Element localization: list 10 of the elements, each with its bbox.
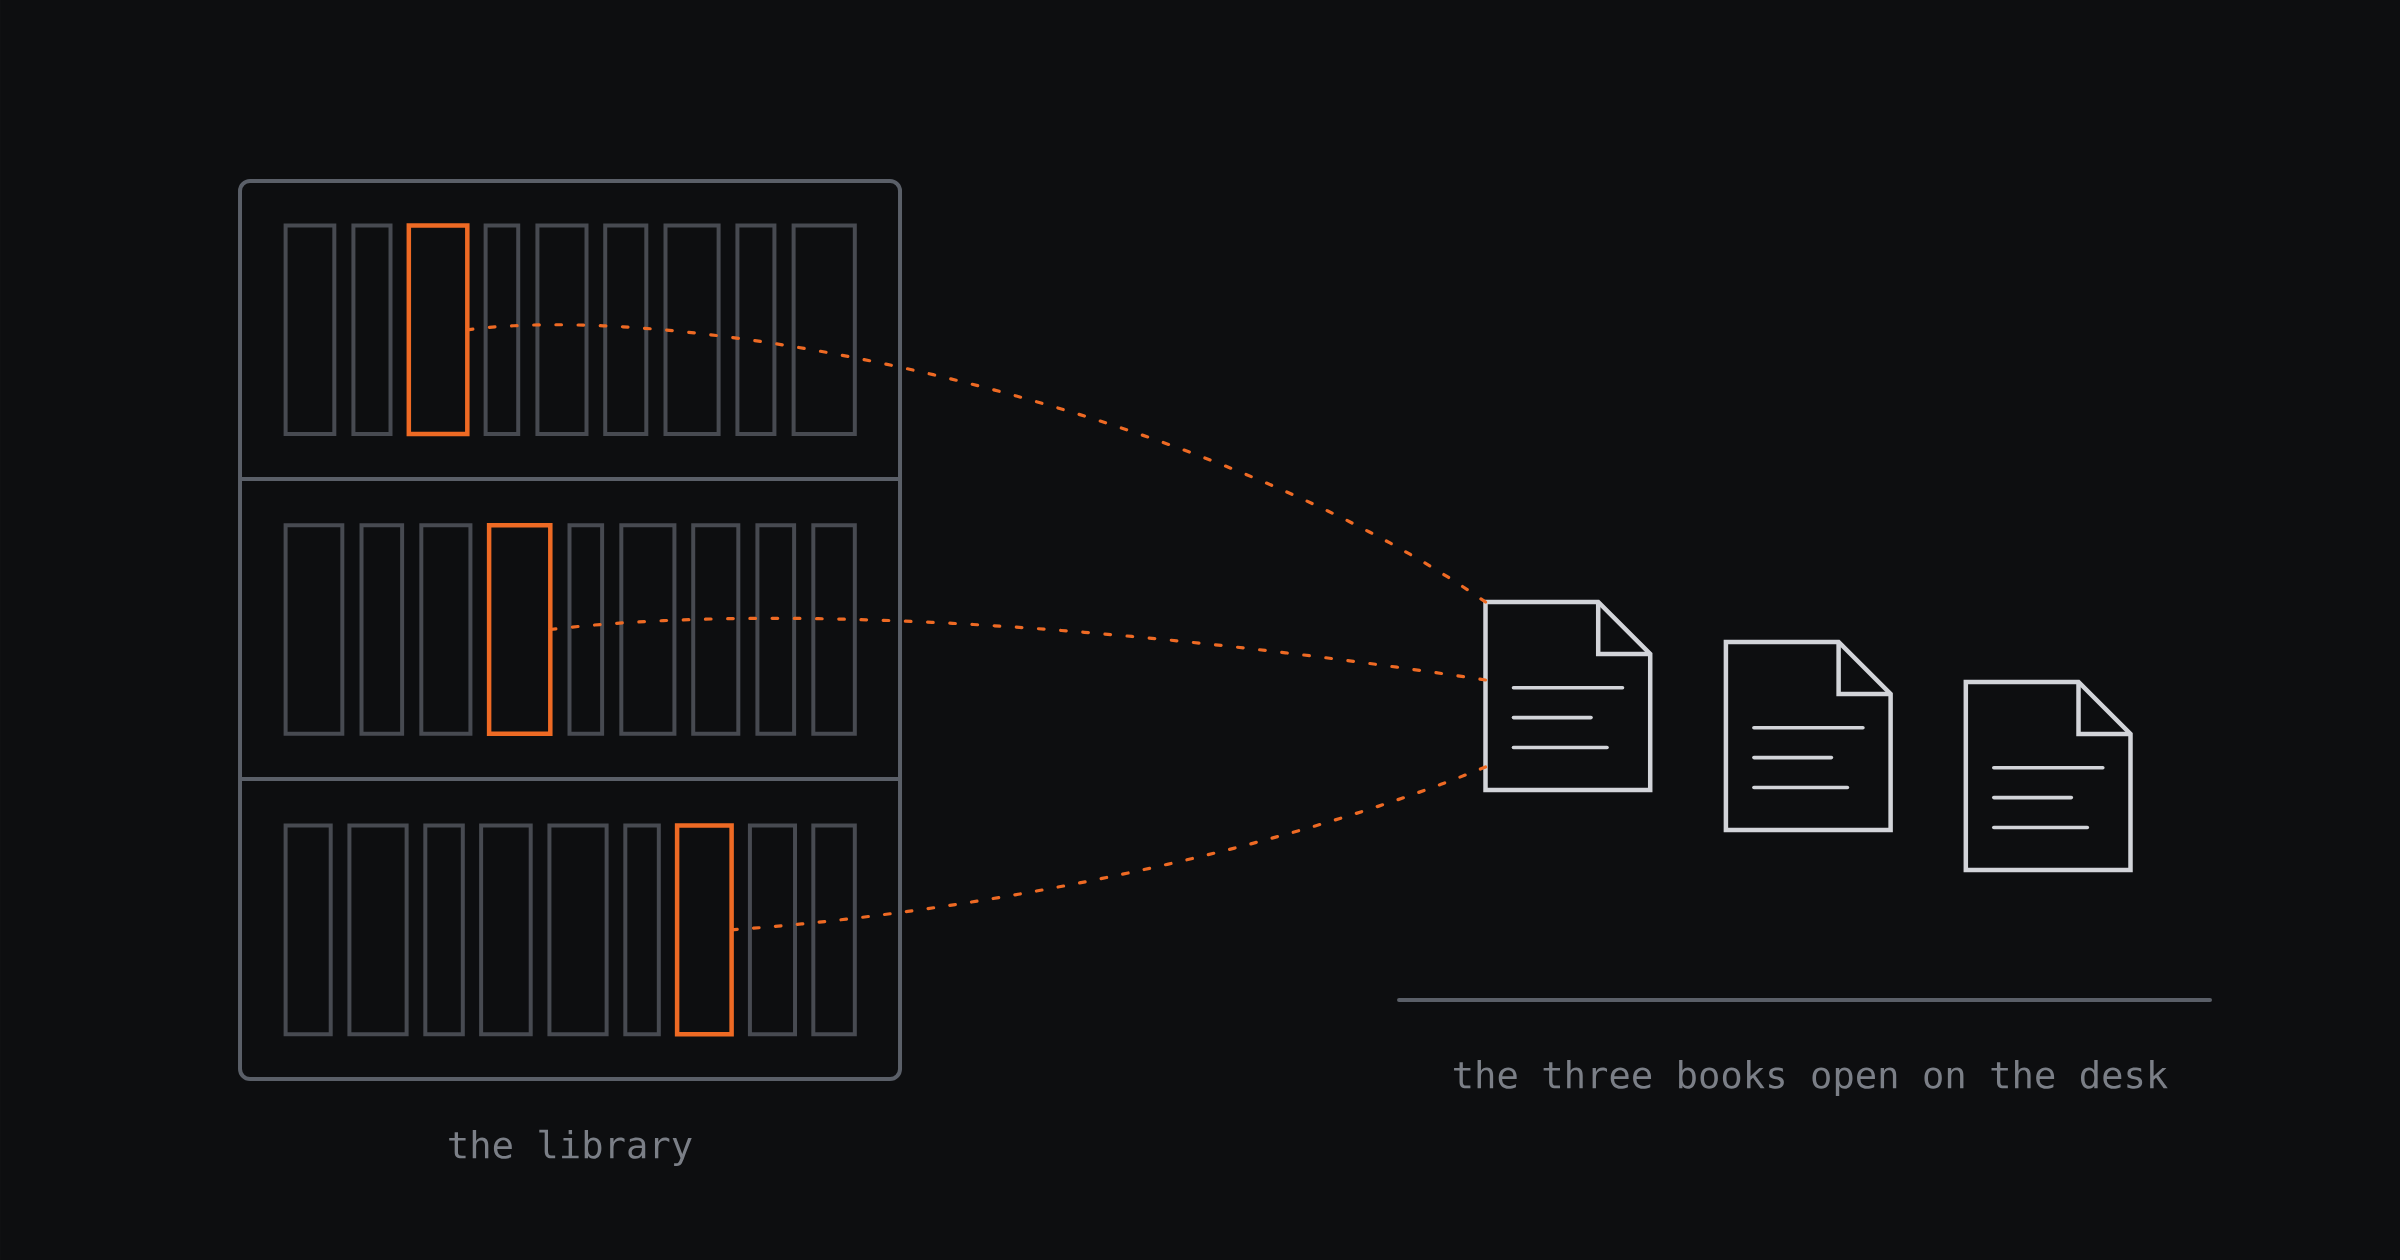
node-label: the library [449, 1129, 692, 1167]
book-spine [406, 223, 470, 437]
book-spine [486, 523, 553, 737]
document-icon [1963, 679, 2133, 873]
bookcase [238, 179, 902, 1081]
document-icon [1483, 599, 1653, 793]
book-spine [674, 823, 734, 1037]
dotted-connector [730, 765, 1488, 932]
document-icon [1723, 639, 1893, 833]
caption: the three books open on the desk [1454, 1059, 2168, 1096]
